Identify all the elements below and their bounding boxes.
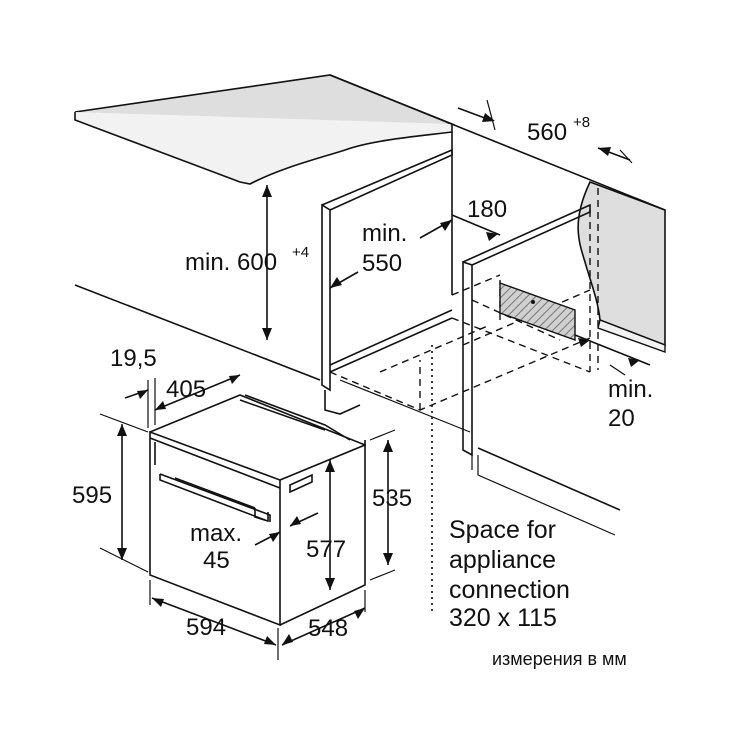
label-panel: 19,5 [110, 345, 157, 372]
label-worktop-width: 560 [527, 119, 567, 146]
dim-handle [254, 512, 319, 546]
label-oven-width: 594 [186, 614, 226, 641]
connection-point [531, 300, 535, 304]
label-worktop-width-tol: +8 [573, 114, 590, 131]
floor-line-right [477, 447, 621, 511]
dim-panel-and-width [124, 374, 241, 428]
connection-note-line2: appliance [449, 546, 556, 574]
dim-cabinet-height [262, 185, 272, 340]
dim-worktop-width [457, 99, 633, 164]
units-note: измерения в мм [492, 649, 627, 669]
label-handle-max: max. [190, 520, 242, 547]
floor-line-mid [339, 379, 471, 433]
dim-niche-depth [369, 429, 396, 581]
dim-oven-width [149, 580, 279, 660]
connection-note-line1: Space for [449, 516, 556, 544]
back-wall-line [329, 74, 666, 211]
label-handle-val: 45 [203, 547, 230, 574]
label-depth-val: 550 [362, 250, 402, 277]
dim-oven-depth [281, 590, 366, 646]
label-gap-min: min. [608, 376, 653, 403]
connection-note-line4: 320 x 115 [449, 604, 557, 632]
label-inner-height: 577 [306, 536, 346, 563]
niche-outline [329, 188, 599, 411]
dim-gap [574, 334, 651, 376]
connection-note-line3: connection [449, 576, 570, 604]
label-oven-depth: 548 [308, 615, 348, 642]
label-cabinet-height: min. 600 [185, 249, 277, 276]
worktop-right [577, 180, 666, 353]
dim-cabinet-depth [329, 219, 453, 289]
cabinet-left-panel [321, 132, 453, 415]
label-gap-val: 20 [608, 405, 635, 432]
dim-oven-height [99, 413, 149, 573]
label-cabinet-height-tol: +4 [292, 244, 309, 261]
dim-offset [451, 214, 501, 241]
label-offset: 180 [467, 196, 507, 223]
label-oven-height: 595 [72, 482, 112, 509]
label-width-405: 405 [166, 376, 206, 403]
connection-area [499, 282, 576, 341]
label-niche-depth: 535 [372, 485, 412, 512]
worktop-left [74, 74, 456, 185]
oven-body [149, 394, 366, 627]
cabinet-right-panel [462, 203, 616, 536]
dim-inner-height [325, 460, 335, 590]
label-depth-min: min. [362, 220, 407, 247]
floor-line-left [74, 284, 321, 381]
